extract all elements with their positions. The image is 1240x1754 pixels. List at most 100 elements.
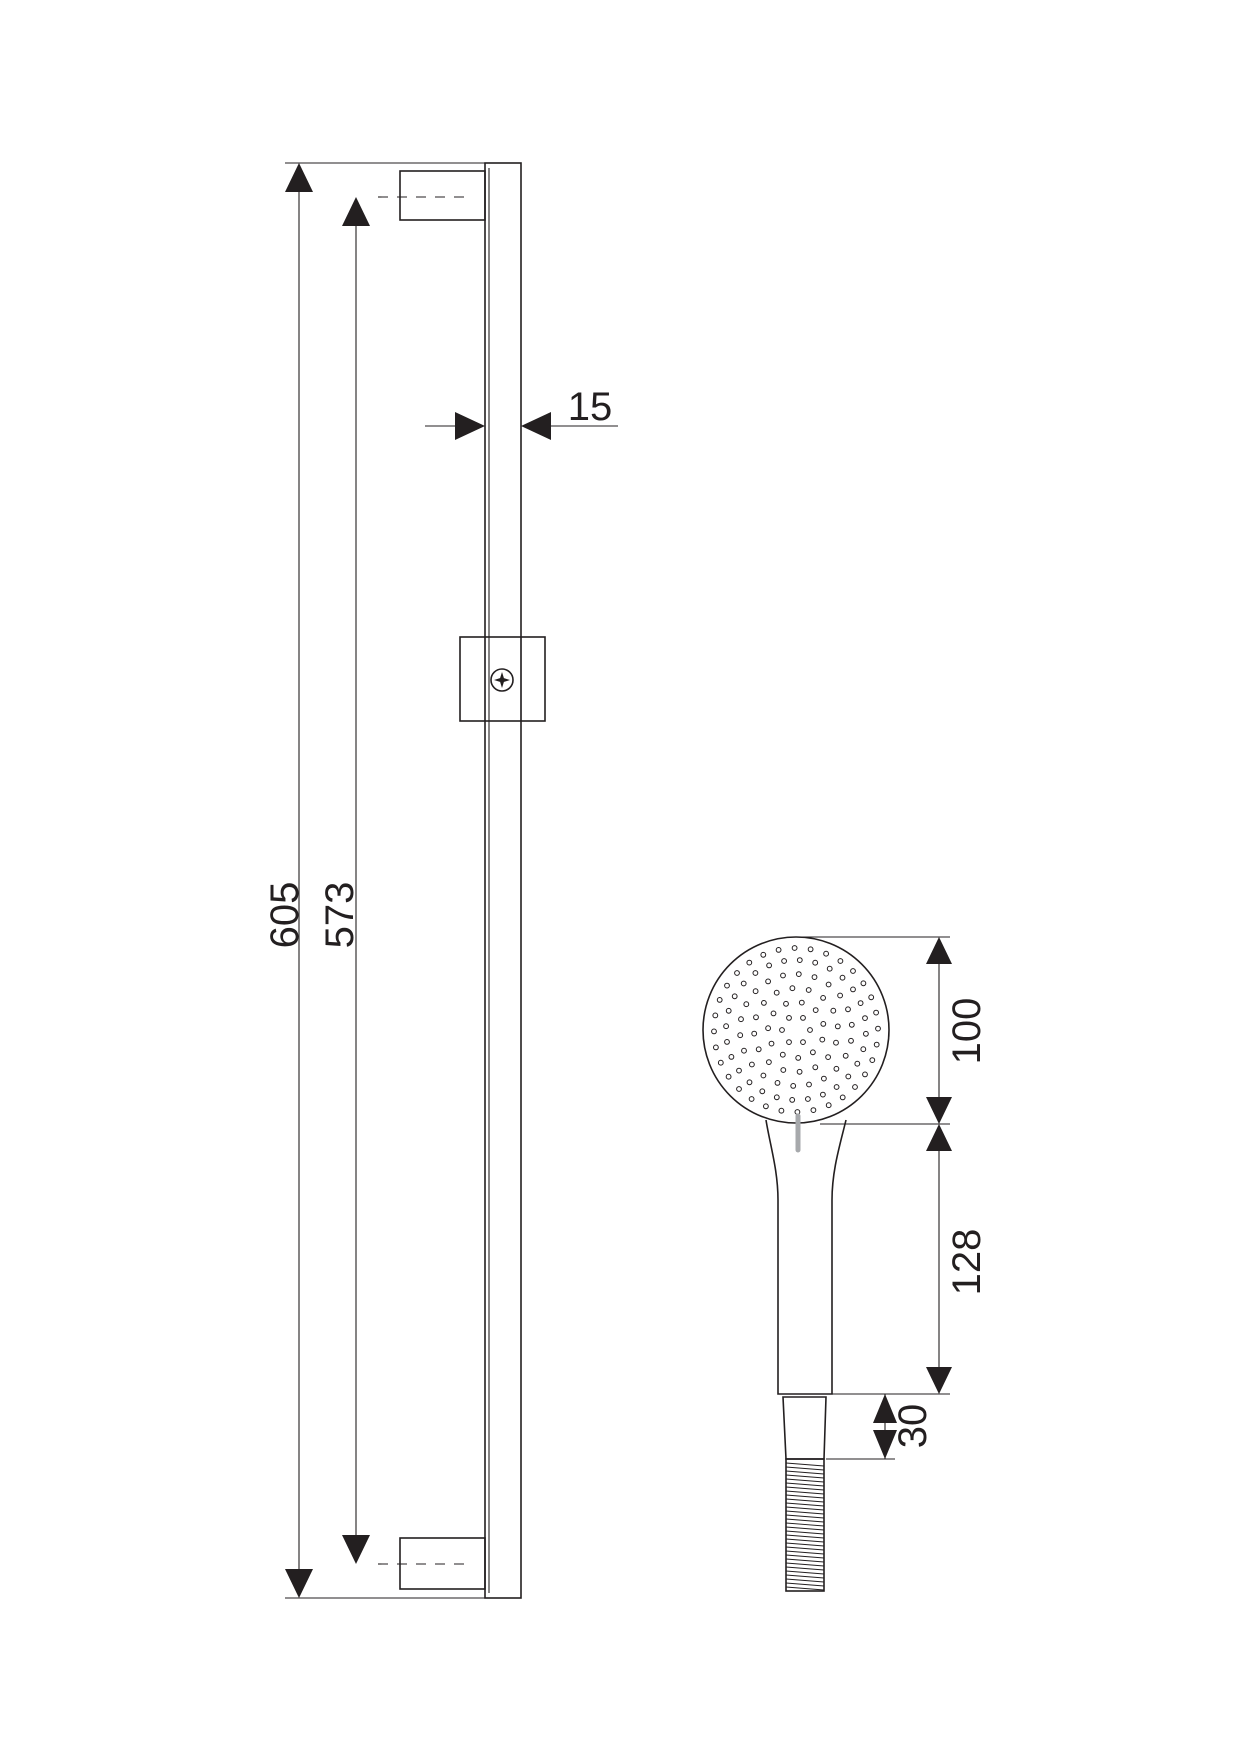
nozzle-hole bbox=[833, 1065, 840, 1072]
nozzle-hole bbox=[753, 1014, 759, 1021]
arrow-icon bbox=[873, 1394, 897, 1423]
nozzle-hole bbox=[810, 1049, 816, 1056]
nozzle-hole bbox=[765, 1025, 771, 1032]
hose-ridge bbox=[785, 1542, 825, 1547]
hose-ridge bbox=[785, 1486, 825, 1491]
nozzle-hole bbox=[783, 1000, 789, 1007]
nozzle-hole bbox=[800, 1039, 806, 1045]
hose-ridge bbox=[785, 1550, 825, 1555]
nozzle-hole bbox=[820, 995, 826, 1001]
arrow-icon bbox=[342, 197, 370, 226]
nozzle-hole bbox=[728, 1054, 735, 1060]
nozzle-hole bbox=[806, 1081, 812, 1088]
nozzle-hole bbox=[737, 1032, 744, 1039]
nozzle-hole bbox=[752, 988, 759, 995]
dimension-100: 100 bbox=[796, 936, 989, 1125]
dimension-label: 15 bbox=[568, 385, 613, 429]
nozzle-hole bbox=[761, 1000, 767, 1006]
shower-rail bbox=[378, 162, 546, 1599]
hose-ridge bbox=[785, 1582, 825, 1587]
nozzle-hole bbox=[852, 1084, 858, 1090]
nozzle-hole bbox=[823, 950, 829, 957]
hose-ridge bbox=[785, 1474, 825, 1479]
nozzle-hole bbox=[830, 1007, 837, 1014]
nozzle-hole bbox=[834, 1023, 841, 1030]
nozzle-hole bbox=[800, 1015, 806, 1021]
nozzle-hole bbox=[812, 959, 819, 966]
nozzle-hole bbox=[796, 1068, 803, 1075]
hose-connector bbox=[782, 1396, 827, 1460]
screw-icon bbox=[490, 668, 514, 692]
nozzle-hole bbox=[820, 1091, 826, 1098]
hose-ridge bbox=[785, 1478, 825, 1483]
nozzle-hole bbox=[873, 1041, 880, 1048]
hose-ridge bbox=[785, 1578, 825, 1583]
nozzle-hole bbox=[842, 1052, 849, 1059]
nozzle-hole bbox=[805, 1096, 811, 1102]
hose-ridge bbox=[785, 1494, 825, 1499]
nozzle-hole bbox=[863, 1030, 869, 1037]
hose-ridge bbox=[785, 1570, 825, 1575]
arrow-icon bbox=[926, 937, 952, 964]
dimension-128: 128 bbox=[832, 1124, 989, 1395]
arrow-icon bbox=[285, 1569, 313, 1598]
nozzle-hole bbox=[798, 999, 805, 1006]
arrow-icon bbox=[342, 1535, 370, 1564]
dimension-label: 128 bbox=[945, 1229, 989, 1296]
arrow-icon bbox=[521, 412, 551, 440]
dimension-15: 15 bbox=[425, 385, 618, 440]
nozzle-hole bbox=[819, 1036, 826, 1043]
nozzle-hole bbox=[775, 947, 782, 953]
hose-ridge bbox=[785, 1470, 825, 1475]
top-bracket bbox=[399, 170, 486, 221]
nozzle-hole bbox=[716, 997, 723, 1003]
nozzle-hole bbox=[781, 958, 787, 964]
arrow-icon bbox=[873, 1430, 897, 1459]
nozzle-hole bbox=[833, 1084, 840, 1090]
nozzle-hole bbox=[749, 1061, 755, 1068]
nozzle-hole bbox=[780, 1067, 787, 1073]
arrow-icon bbox=[926, 1097, 952, 1124]
nozzle-hole bbox=[848, 1037, 854, 1044]
nozzle-hole bbox=[741, 1047, 747, 1054]
nozzle-hole bbox=[826, 965, 833, 972]
hose-ridge bbox=[785, 1482, 825, 1487]
nozzle-hole bbox=[789, 985, 796, 992]
nozzle-hole bbox=[875, 1025, 881, 1032]
nozzle-hole bbox=[773, 989, 780, 996]
nozzle-hole bbox=[789, 1097, 796, 1103]
nozzle-hole bbox=[845, 1006, 851, 1013]
nozzle-hole bbox=[779, 1027, 785, 1033]
arrow-icon bbox=[926, 1124, 952, 1151]
nozzle-hole bbox=[850, 968, 856, 974]
nozzle-hole bbox=[711, 1028, 717, 1035]
dimension-label: 30 bbox=[891, 1404, 935, 1449]
hose-ridge bbox=[785, 1526, 825, 1531]
hose-ridge bbox=[785, 1466, 825, 1471]
nozzle-hole bbox=[746, 1079, 753, 1086]
nozzle-hole bbox=[854, 1060, 861, 1067]
nozzle-hole bbox=[724, 1039, 730, 1045]
nozzle-hole bbox=[766, 1059, 772, 1065]
arrow-icon bbox=[285, 163, 313, 192]
nozzle-hole bbox=[812, 1007, 819, 1013]
handle bbox=[765, 1119, 847, 1395]
nozzle-hole bbox=[825, 981, 832, 988]
hose-ridge bbox=[785, 1514, 825, 1519]
nozzle-hole bbox=[773, 1094, 780, 1101]
dimension-573: 573 bbox=[318, 197, 370, 1564]
nozzle-hole bbox=[825, 1102, 832, 1109]
hand-shower bbox=[702, 936, 890, 1592]
nozzle-hole bbox=[755, 1046, 762, 1053]
nozzle-hole bbox=[868, 994, 875, 1001]
nozzle-hole bbox=[837, 992, 843, 999]
hose-ridge bbox=[785, 1538, 825, 1543]
hose-ridge bbox=[785, 1574, 825, 1579]
hose-ridge bbox=[785, 1562, 825, 1567]
nozzle-hole bbox=[760, 951, 767, 958]
nozzle-hole bbox=[751, 1030, 758, 1037]
nozzle-hole bbox=[833, 1039, 839, 1046]
nozzle-hole bbox=[862, 1071, 868, 1078]
nozzle-hole bbox=[791, 945, 798, 951]
